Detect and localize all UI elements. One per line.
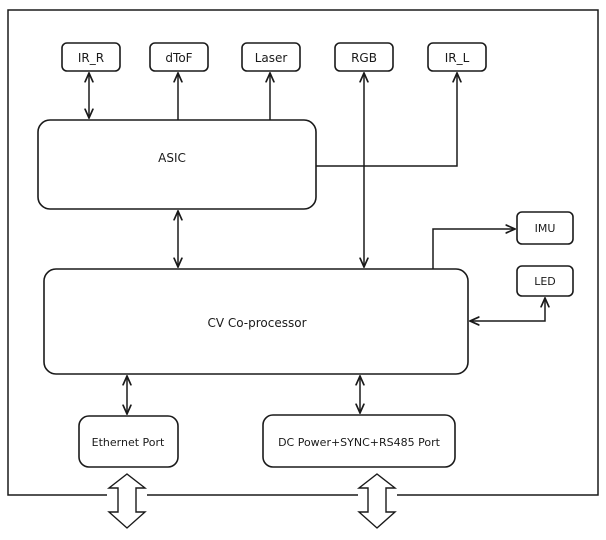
outer-frame (7, 9, 599, 496)
imu-label: IMU (535, 222, 556, 235)
dc-external-arrow (356, 473, 398, 529)
ir-l-box (427, 42, 487, 72)
laser-label: Laser (255, 51, 288, 65)
ethernet-port-label: Ethernet Port (92, 436, 165, 449)
dc-port-label: DC Power+SYNC+RS485 Port (278, 436, 441, 449)
ir-r-label: IR_R (78, 51, 104, 65)
link-asic-ir-l (316, 73, 457, 167)
led-label: LED (534, 275, 556, 288)
asic-box (37, 119, 317, 210)
cv-coprocessor-label: CV Co-processor (207, 316, 306, 330)
ethernet-port-box (78, 415, 179, 468)
imu-box (516, 211, 574, 245)
ethernet-external-arrow (106, 473, 148, 529)
link-cv-imu (432, 229, 515, 269)
led-box (516, 265, 574, 297)
ir-l-label: IR_L (445, 51, 470, 65)
link-cv-led (470, 298, 545, 321)
rgb-box (334, 42, 394, 72)
ir-r-box (61, 42, 121, 72)
rgb-label: RGB (351, 51, 377, 65)
cv-coprocessor-box (43, 268, 469, 375)
asic-label: ASIC (158, 151, 186, 165)
dc-port-box (262, 414, 456, 468)
laser-box (241, 42, 301, 72)
dtof-label: dToF (165, 51, 192, 65)
dtof-box (149, 42, 209, 72)
